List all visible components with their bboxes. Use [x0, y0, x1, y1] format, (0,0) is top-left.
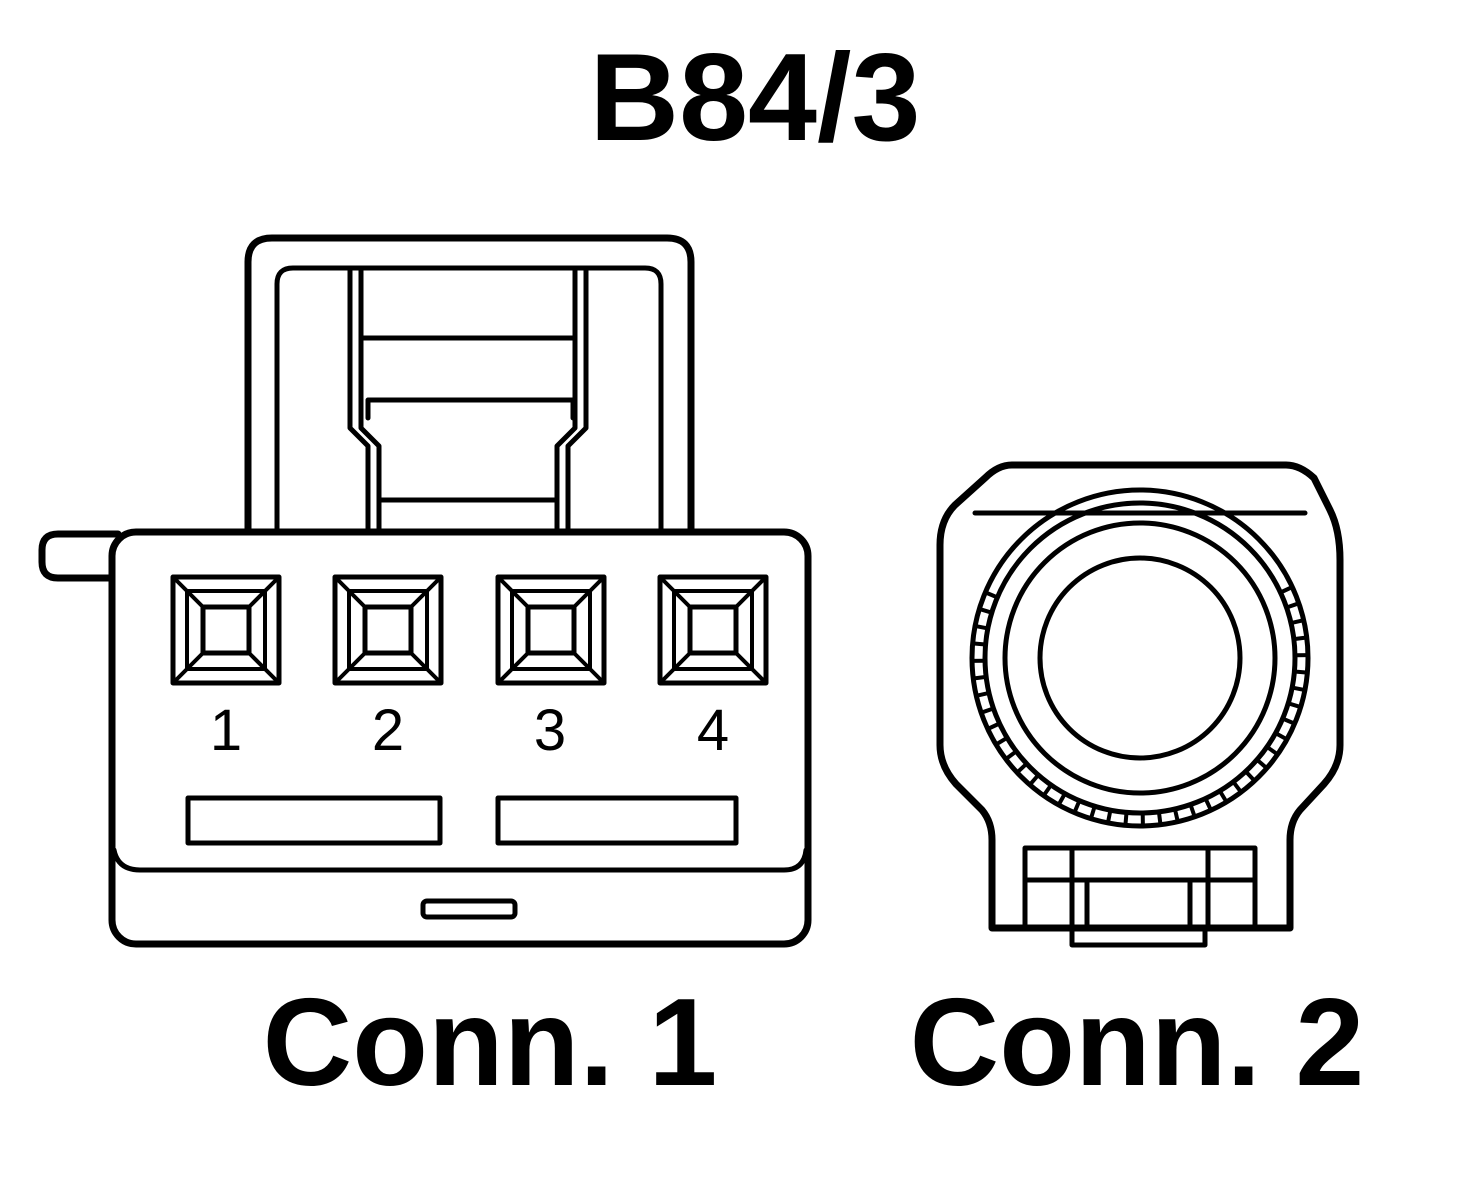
page-title: B84/3 — [590, 29, 921, 167]
connector-1-slot-right — [495, 795, 739, 846]
connector-1-bottom-slot — [420, 898, 518, 920]
pin-cavity-1 — [170, 574, 282, 686]
pin-label-1: 1 — [210, 698, 242, 763]
connector-2-ridges — [970, 585, 1310, 828]
pin-label-3: 3 — [534, 698, 566, 763]
connector-1-side-tab — [38, 530, 122, 582]
pin-cavity-4 — [657, 574, 769, 686]
connector-1: 1 2 3 4 — [38, 234, 812, 948]
connector-2-latch — [1022, 845, 1258, 948]
connector-2-body — [936, 461, 1344, 932]
connector-2 — [936, 461, 1344, 948]
pin-cavity-2 — [332, 574, 444, 686]
pin-label-4: 4 — [697, 698, 729, 763]
connector-1-latch — [244, 234, 695, 534]
connector-1-pins — [170, 574, 769, 686]
connector-1-label: Conn. 1 — [263, 974, 718, 1112]
pin-label-2: 2 — [372, 698, 404, 763]
pin-cavity-3 — [495, 574, 607, 686]
connector-2-label: Conn. 2 — [910, 974, 1365, 1112]
connector-1-slot-left — [185, 795, 443, 846]
